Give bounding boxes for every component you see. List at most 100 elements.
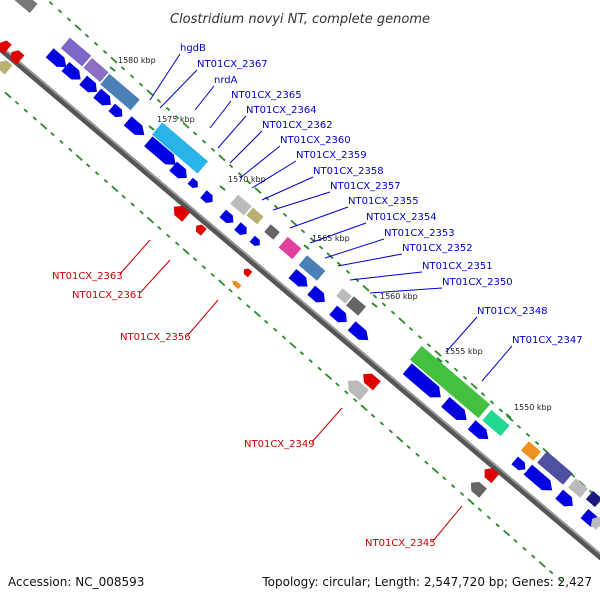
forward-gene-arrow xyxy=(347,321,369,341)
kbp-mark: 1570 kbp xyxy=(219,175,266,191)
gene-label-text: NT01CX_2361 xyxy=(72,290,143,301)
reverse-gene-arrow xyxy=(484,468,500,484)
gc-dot xyxy=(264,196,270,201)
gene-label-text: NT01CX_2352 xyxy=(402,243,473,254)
gc-dot xyxy=(111,185,119,193)
gc-dot xyxy=(210,147,216,152)
forward-gene-arrow xyxy=(200,190,213,203)
gc-dot xyxy=(570,473,576,478)
gene-arrow-shape xyxy=(0,40,12,54)
gene-label-text: NT01CX_2359 xyxy=(296,150,367,161)
gc-dot xyxy=(246,180,252,185)
gc-dot xyxy=(462,375,468,380)
forward-gene-arrow xyxy=(402,363,441,398)
gc-dot xyxy=(254,187,262,194)
kbp-tick xyxy=(148,125,155,131)
forward-feature-box xyxy=(568,478,588,498)
gc-dot xyxy=(253,310,261,318)
gc-dot xyxy=(516,424,522,429)
gene-arrow-shape xyxy=(234,222,247,235)
gene-label-text: NT01CX_2360 xyxy=(280,135,351,146)
gene-arrow-shape xyxy=(173,205,190,222)
gc-dot xyxy=(408,326,414,332)
feature-box-shape xyxy=(246,207,264,225)
gene-arrow-shape xyxy=(402,363,441,398)
gc-dot xyxy=(450,484,456,489)
label-leader xyxy=(445,316,478,353)
forward-gene-arrow xyxy=(555,489,573,507)
gc-dot xyxy=(345,269,351,275)
gene-arrow-shape xyxy=(243,268,253,278)
gc-dot xyxy=(174,241,180,246)
forward-gene-label: NT01CX_2350 xyxy=(369,277,513,294)
gc-dot xyxy=(182,121,190,129)
reverse-gene-label: NT01CX_2361 xyxy=(72,259,171,301)
gc-dot xyxy=(130,202,135,207)
forward-gene-arrow xyxy=(219,209,234,224)
gene-label-text: NT01CX_2351 xyxy=(422,261,493,272)
map-title: Clostridium novyi NT, complete genome xyxy=(170,12,430,27)
label-leader xyxy=(261,176,314,201)
gc-dot xyxy=(453,367,459,372)
accession-text: Accession: NC_008593 xyxy=(8,575,144,589)
label-leader xyxy=(311,407,343,443)
gc-dot xyxy=(146,216,155,224)
forward-gene-arrow xyxy=(144,136,176,165)
gene-label-text: nrdA xyxy=(214,75,238,86)
kbp-tick xyxy=(109,66,116,72)
gc-dot xyxy=(360,404,368,412)
reverse-gene-arrow xyxy=(232,280,242,290)
gene-label-text: NT01CX_2358 xyxy=(313,166,384,177)
reverse-gene-arrow xyxy=(347,380,369,401)
forward-gene-arrow xyxy=(523,464,553,491)
forward-feature-box xyxy=(83,57,109,83)
gc-dot xyxy=(50,132,55,137)
gc-dot xyxy=(228,163,234,169)
forward-gene-label: NT01CX_2347 xyxy=(481,335,583,382)
gc-dot xyxy=(388,429,394,434)
label-leader xyxy=(251,160,297,189)
gene-arrow-shape xyxy=(288,268,308,287)
gc-dot xyxy=(40,122,48,130)
forward-feature-box xyxy=(246,207,264,225)
gc-dot xyxy=(372,294,378,299)
gene-label-text: NT01CX_2367 xyxy=(197,59,268,70)
gc-dot xyxy=(459,491,465,497)
forward-feature-box xyxy=(336,288,352,304)
gc-dot xyxy=(538,560,546,568)
forward-feature-box xyxy=(151,122,209,174)
forward-gene-label: NT01CX_2353 xyxy=(324,228,455,259)
gc-dot xyxy=(103,178,109,184)
gc-dot xyxy=(335,382,340,387)
gc-dot xyxy=(362,284,370,292)
gc-dot xyxy=(324,373,333,380)
label-leader xyxy=(139,259,171,294)
gene-arrow-shape xyxy=(232,280,242,290)
gc-dot xyxy=(85,163,91,168)
label-leader xyxy=(229,130,263,164)
forward-gene-arrow xyxy=(61,61,81,80)
reverse-gene-label: NT01CX_2349 xyxy=(244,407,343,450)
gc-dot xyxy=(66,17,72,22)
gc-dot xyxy=(84,33,90,38)
gc-dot xyxy=(120,66,126,71)
label-leader xyxy=(119,239,151,275)
gc-dot xyxy=(370,413,376,418)
forward-feature-box xyxy=(482,409,510,437)
gc-dot xyxy=(246,304,251,309)
gc-dot xyxy=(75,154,83,161)
gc-dot xyxy=(129,74,135,79)
feature-box-shape xyxy=(537,451,573,485)
gc-dot xyxy=(299,351,305,356)
gene-arrow-shape xyxy=(441,396,467,421)
gc-dot xyxy=(442,476,447,481)
feature-box-shape xyxy=(100,73,140,111)
gc-dot xyxy=(434,350,442,357)
gc-dot xyxy=(272,327,278,332)
gene-arrow-shape xyxy=(555,489,573,507)
gc-dot xyxy=(228,288,233,293)
forward-gene-arrow xyxy=(249,235,260,247)
reverse-gene-arrow xyxy=(590,516,600,530)
gene-label-text: NT01CX_2353 xyxy=(384,228,455,239)
forward-feature-box xyxy=(298,255,326,281)
